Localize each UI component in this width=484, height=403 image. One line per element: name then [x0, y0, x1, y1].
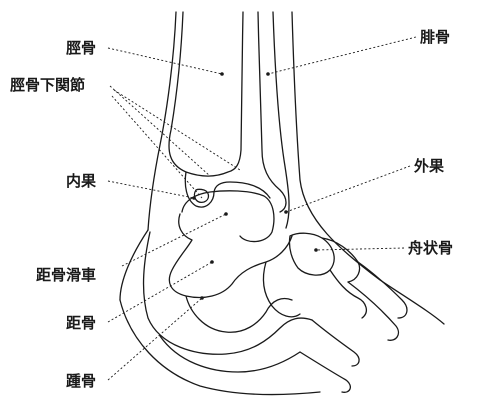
metatarsal-4 [300, 352, 350, 392]
label-navicular: 舟状骨 [408, 239, 453, 257]
leader-articular-3 [112, 96, 202, 198]
label-talus: 距骨 [66, 314, 96, 332]
leader-trochlea [122, 214, 226, 266]
leader-calcaneus [108, 298, 202, 380]
dot-tibia [220, 72, 224, 76]
leader-lateral-malleolus [286, 166, 410, 212]
label-medial-malleolus: 内果 [66, 172, 96, 190]
label-trochlea-of-talus: 距骨滑車 [36, 266, 96, 284]
dot-navicular [314, 248, 318, 252]
leader-articular-2 [114, 90, 240, 170]
label-calcaneus: 踵骨 [66, 372, 96, 390]
dot-trochlea [224, 212, 228, 216]
tibia-outline [169, 12, 243, 176]
label-inferior-articular-surface: 脛骨下関節 [10, 76, 85, 94]
dot-medial-malleolus [192, 196, 196, 200]
calcaneus-inner [186, 296, 292, 332]
dot-lateral-malleolus [284, 210, 288, 214]
label-lateral-malleolus: 外果 [414, 157, 444, 175]
label-tibia: 脛骨 [66, 39, 96, 57]
fibula-outline [258, 12, 286, 212]
calcaneus-outline [144, 232, 312, 354]
leader-tibia [108, 48, 222, 74]
sole-line [120, 300, 320, 394]
dot-fibula [266, 72, 270, 76]
dot-talus [210, 260, 214, 264]
leader-articular-1 [110, 86, 210, 176]
label-fibula: 腓骨 [420, 28, 450, 46]
dot-calcaneus [200, 296, 204, 300]
fibula-inner-line [273, 12, 289, 228]
metatarsal-1 [358, 262, 407, 318]
metatarsal-3 [312, 320, 359, 366]
leader-fibula [268, 37, 416, 74]
leader-navicular [316, 248, 404, 250]
cuneiform-2 [330, 270, 366, 318]
leader-talus [108, 262, 212, 322]
cuboid-outline [264, 262, 300, 317]
metatarsal-2 [348, 282, 398, 340]
